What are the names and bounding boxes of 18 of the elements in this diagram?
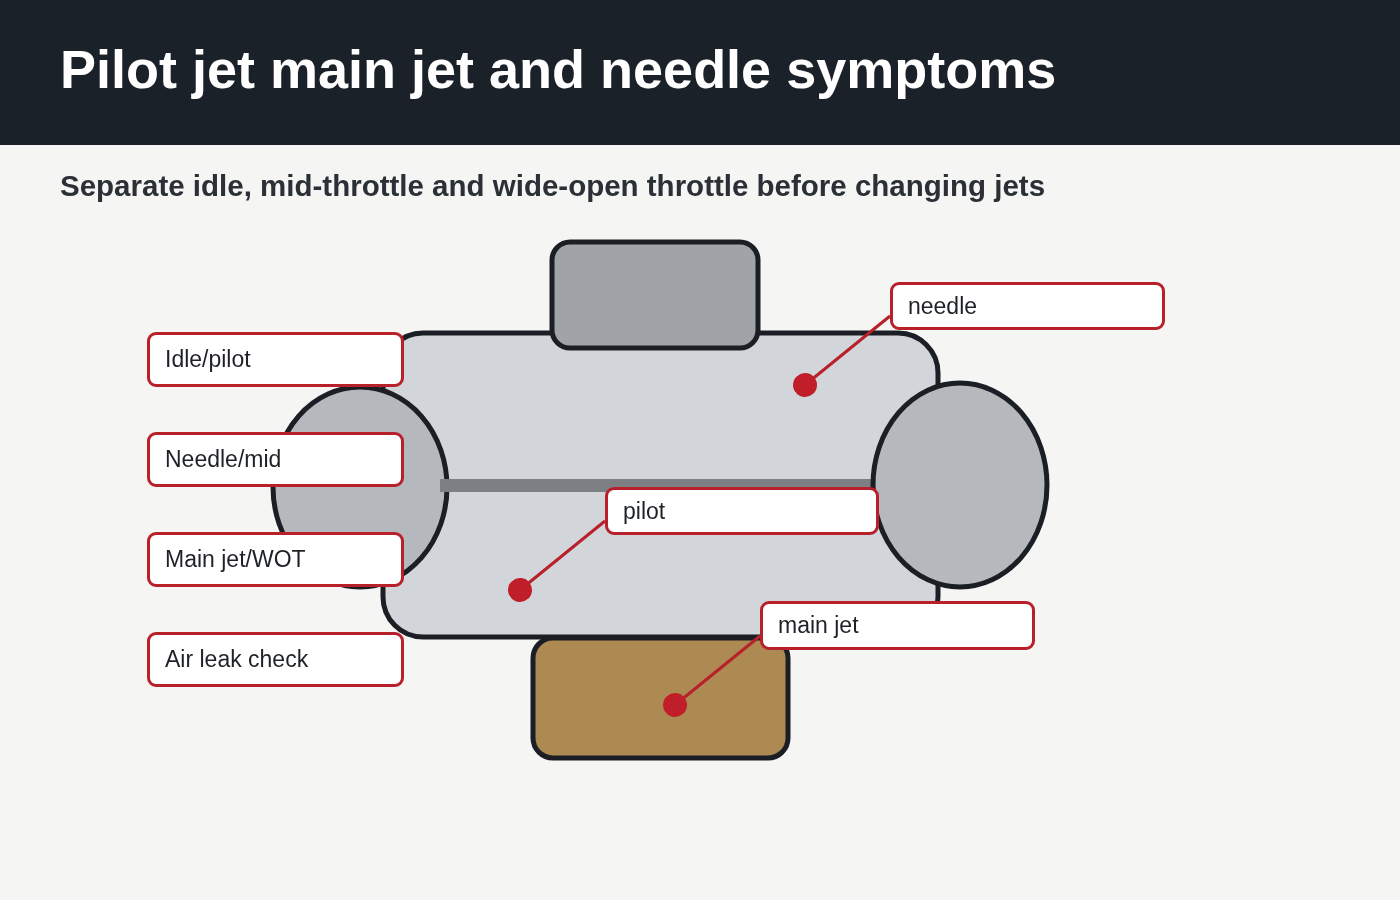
category-label: Main jet/WOT xyxy=(165,546,306,573)
callout-label: pilot xyxy=(623,497,666,525)
symptom-category-box xyxy=(147,632,404,687)
category-label: Air leak check xyxy=(165,646,309,673)
category-label: Needle/mid xyxy=(165,446,282,473)
subtitle: Separate idle, mid-throttle and wide-open throttle before changing jets xyxy=(60,171,1046,201)
callout-box xyxy=(605,487,879,535)
leader-line xyxy=(793,314,891,397)
callout-box xyxy=(760,601,1035,650)
category-label: Idle/pilot xyxy=(165,346,251,373)
symptom-category-box xyxy=(147,332,404,387)
leader-line xyxy=(508,519,606,602)
leader-line xyxy=(663,634,761,717)
callout-label: main jet xyxy=(778,612,859,639)
callout-label: needle xyxy=(908,292,978,320)
callout-box xyxy=(890,282,1165,330)
symptom-category-box xyxy=(147,532,404,587)
symptom-category-box xyxy=(147,432,404,487)
